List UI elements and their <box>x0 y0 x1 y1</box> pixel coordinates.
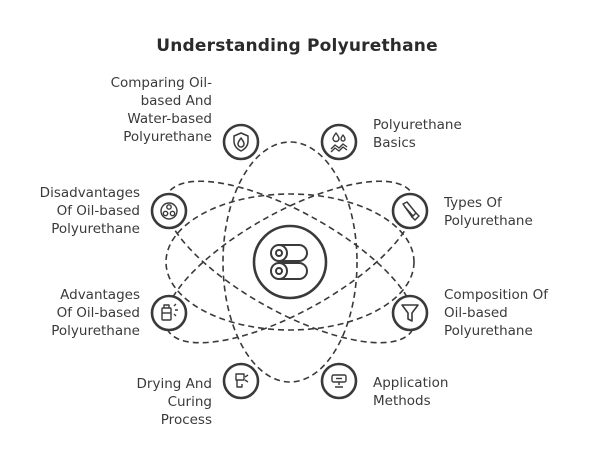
node-label-drying: Drying And Curing Process <box>136 376 212 428</box>
node-application <box>320 362 358 400</box>
node-types <box>391 192 429 230</box>
node-advantages <box>150 294 188 332</box>
node-label-composition: Composition Of Oil-based Polyurethane <box>444 287 548 339</box>
node-drying <box>222 362 260 400</box>
roller-icon <box>331 374 347 388</box>
node-label-application: Application Methods <box>373 375 449 409</box>
orbit-ellipse-vertical <box>222 141 358 383</box>
orbit-ellipse-horizontal <box>165 193 415 331</box>
oil-can-icon <box>161 303 178 321</box>
cans-icon <box>160 202 178 220</box>
funnel-icon <box>401 304 419 322</box>
logs-icon <box>270 244 308 280</box>
node-label-types: Types Of Polyurethane <box>444 195 533 229</box>
node-label-basics: Polyurethane Basics <box>373 117 462 151</box>
node-comparing <box>222 123 260 161</box>
hand-dryer-icon <box>235 373 249 388</box>
center-hub <box>252 224 328 300</box>
diagram-title: Understanding Polyurethane <box>156 36 438 56</box>
node-label-advantages: Advantages Of Oil-based Polyurethane <box>51 287 140 339</box>
node-composition <box>391 294 429 332</box>
node-disadvantages <box>150 192 188 230</box>
brush-icon <box>402 201 420 221</box>
node-basics <box>320 123 358 161</box>
node-label-disadvantages: Disadvantages Of Oil-based Polyurethane <box>39 185 140 237</box>
node-label-comparing: Comparing Oil- based And Water-based Pol… <box>110 75 212 145</box>
shield-drop-icon <box>233 132 249 152</box>
water-drops-icon <box>330 132 348 153</box>
